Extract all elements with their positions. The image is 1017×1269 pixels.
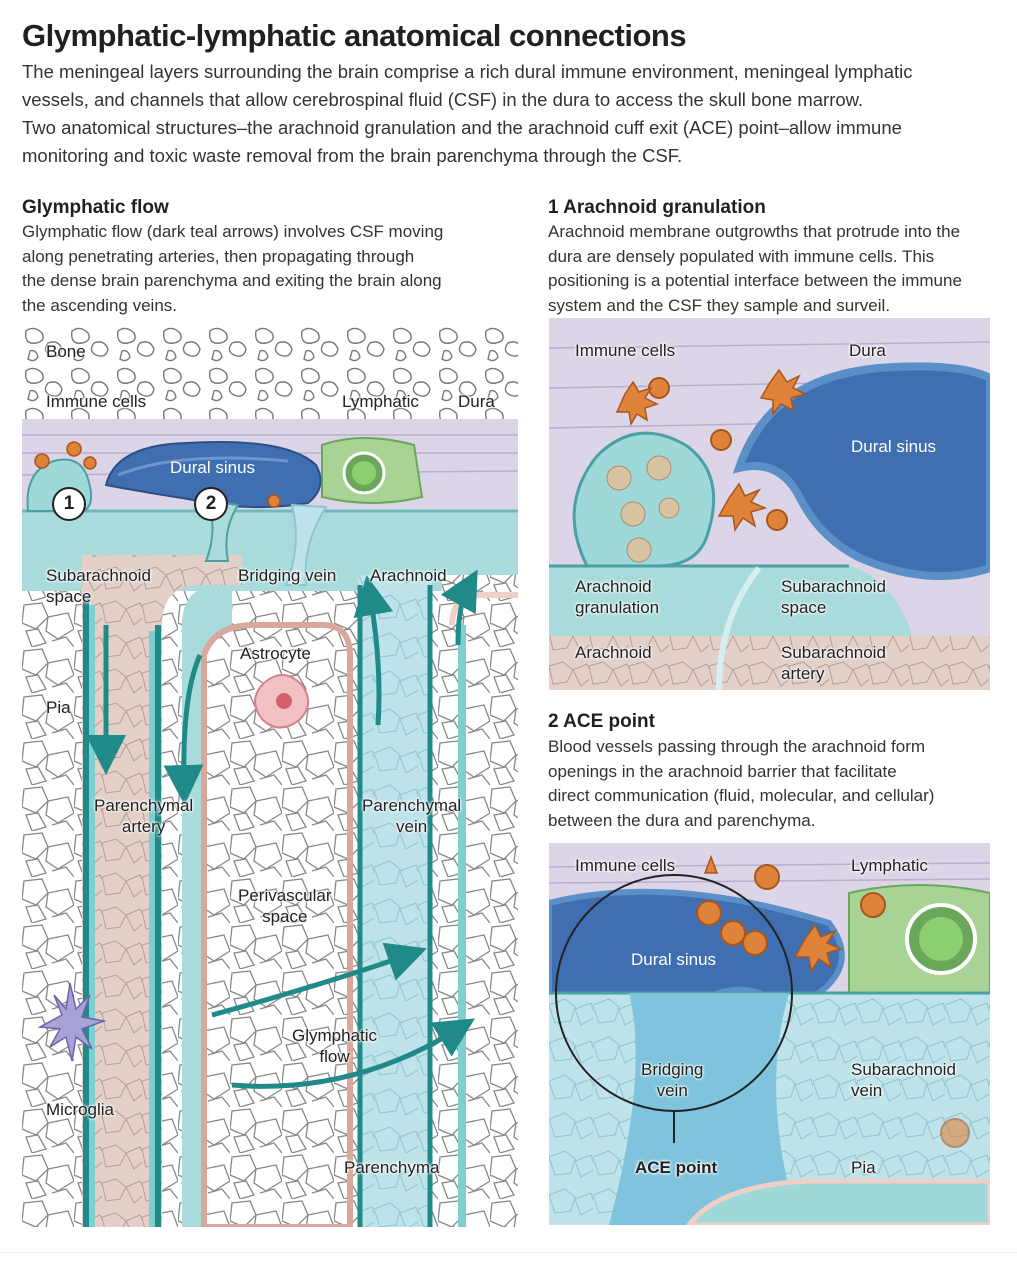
- ace-description: Blood vessels passing through the arachn…: [548, 737, 935, 830]
- granulation-label-immune-cells: Immune cells: [575, 341, 676, 360]
- label-parenchyma: Parenchyma: [344, 1158, 440, 1177]
- glymphatic-illustration: 1 2 Bone Immune cells Lymphatic Dura Dur…: [22, 325, 518, 1227]
- granulation-heading: 1 Arachnoid granulation: [548, 197, 766, 218]
- arrow-down-center: [163, 653, 204, 805]
- ace-heading: 2 ACE point: [548, 711, 655, 732]
- ace-diagram: [549, 843, 990, 1225]
- page-title: Glymphatic-lymphatic anatomical connecti…: [22, 18, 687, 53]
- granulation-diagram: [549, 318, 990, 690]
- glymphatic-diagram: [22, 325, 518, 1227]
- arrow-flow-1: [211, 942, 427, 1018]
- label-bone: Bone: [46, 342, 86, 361]
- parenchymal-artery: [82, 555, 242, 1227]
- granulation-dural-sinus: [732, 362, 990, 580]
- granulation-illustration: Immune cells Dura Dural sinus Arachnoid …: [549, 318, 990, 690]
- footer-divider: [0, 1252, 1017, 1269]
- granulation-description: Arachnoid membrane outgrowths that protr…: [548, 222, 962, 315]
- granulation-label-subarachnoid-artery: Subarachnoid artery: [781, 643, 886, 683]
- ace-label-lymphatic: Lymphatic: [851, 856, 928, 875]
- ace-label-bridging-vein: Bridging vein: [641, 1060, 704, 1100]
- arrow-flow-2: [231, 1018, 475, 1089]
- label-lymphatic: Lymphatic: [342, 392, 419, 411]
- label-dural-sinus: Dural sinus: [170, 458, 256, 477]
- arachnoid-granulation: [572, 431, 716, 568]
- label-perivascular-space: Perivascular space: [238, 886, 332, 926]
- label-bridging-vein: Bridging vein: [238, 566, 337, 585]
- ace-bridging-vein: [609, 993, 799, 1225]
- marker-2[interactable]: 2: [194, 487, 228, 521]
- arrow-up-vein: [353, 575, 394, 726]
- ace-illustration: Immune cells Lymphatic Dural sinus Bridg…: [549, 843, 990, 1225]
- glymphatic-heading: Glymphatic flow: [22, 197, 169, 218]
- granulation-label-granulation: Arachnoid granulation: [575, 577, 660, 617]
- granulation-label-subarachnoid-space: Subarachnoid space: [781, 577, 886, 617]
- parenchymal-vein: [358, 575, 432, 1227]
- ace-label-immune-cells: Immune cells: [575, 856, 676, 875]
- label-parenchymal-vein: Parenchymal vein: [362, 796, 462, 836]
- label-astrocyte: Astrocyte: [240, 644, 311, 663]
- ace-label-ace-point: ACE point: [635, 1158, 718, 1177]
- ace-label-subarachnoid-vein: Subarachnoid vein: [851, 1060, 956, 1100]
- ace-label-pia: Pia: [851, 1158, 876, 1177]
- marker-1[interactable]: 1: [52, 487, 86, 521]
- granulation-label-arachnoid: Arachnoid: [575, 643, 652, 662]
- microglia-cell: [37, 982, 107, 1062]
- label-glymphatic-flow: Glymphatic flow: [292, 1026, 378, 1066]
- ace-label-dural-sinus: Dural sinus: [631, 950, 717, 969]
- granulation-label-dural-sinus: Dural sinus: [851, 437, 937, 456]
- intro-text: The meningeal layers surrounding the bra…: [22, 61, 913, 166]
- label-subarachnoid: Subarachnoid space: [46, 566, 151, 606]
- subarachnoid-artery: [549, 636, 990, 690]
- label-immune-cells: Immune cells: [46, 392, 147, 411]
- label-parenchymal-artery: Parenchymal artery: [94, 796, 194, 836]
- bone-layer: [22, 325, 518, 423]
- label-dura: Dura: [458, 392, 495, 411]
- granulation-label-dura: Dura: [849, 341, 886, 360]
- glymphatic-description: Glymphatic flow (dark teal arrows) invol…: [22, 222, 444, 315]
- label-microglia: Microglia: [46, 1100, 115, 1119]
- label-arachnoid: Arachnoid: [370, 566, 447, 585]
- arrow-up-right: [440, 569, 478, 646]
- label-pia: Pia: [46, 698, 71, 717]
